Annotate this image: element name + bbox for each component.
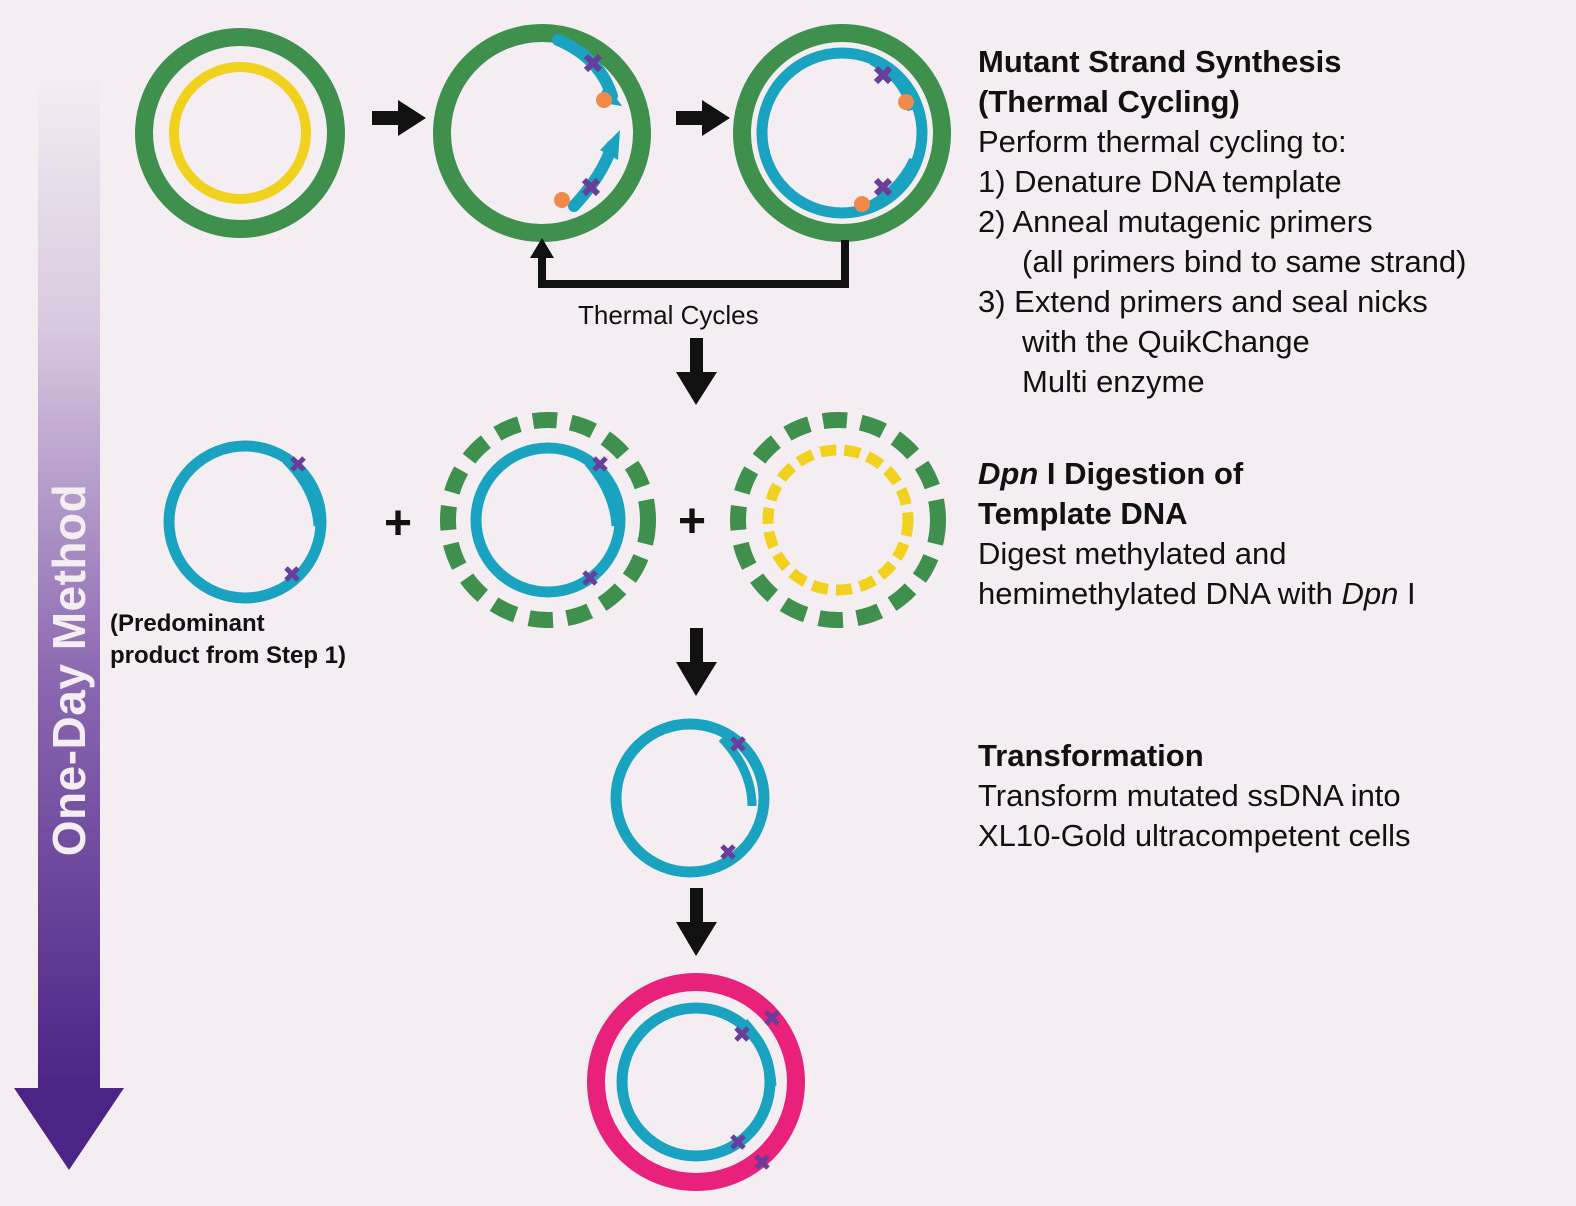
mutation-mark: [284, 566, 300, 582]
dpn-italic: Dpn: [978, 456, 1039, 491]
template-plasmid: [135, 28, 345, 238]
arrow-right-1: [372, 100, 426, 136]
arrow-down-2: [676, 628, 717, 696]
final-mutant-plasmid: [587, 973, 805, 1191]
step2-title-line2: Template DNA: [978, 496, 1188, 531]
mutation-mark: [873, 65, 893, 85]
predominant-product-note: (Predominant product from Step 1): [110, 608, 346, 672]
step-dpn-digestion: Dpn I Digestion of Template DNA Digest m…: [978, 454, 1416, 614]
step1-intro: Perform thermal cycling to:: [978, 124, 1347, 159]
one-day-method-arrow: [14, 70, 124, 1170]
note-line: (Predominant: [110, 610, 265, 637]
hemimethylated-plasmid: [440, 412, 656, 628]
mutation-mark: [582, 570, 598, 586]
step2-line-pre: hemimethylated DNA with: [978, 576, 1342, 611]
arrow-down-3: [676, 888, 717, 956]
methylated-template-plasmid: [730, 412, 946, 628]
step1-item: Multi enzyme: [1022, 364, 1205, 399]
mutation-mark: [873, 177, 893, 197]
step2-line: hemimethylated DNA with Dpn I: [978, 574, 1416, 614]
step1-item: (all primers bind to same strand): [1022, 244, 1467, 279]
note-line: product from Step 1): [110, 642, 347, 669]
extended-plasmid: [733, 24, 951, 242]
step3-title: Transformation: [978, 738, 1204, 773]
step1-item: 1) Denature DNA template: [978, 164, 1342, 199]
step1-subtitle: (Thermal Cycling): [978, 84, 1240, 119]
primer-tag: [554, 192, 570, 208]
step-mutant-strand-synthesis: Mutant Strand Synthesis (Thermal Cycling…: [978, 42, 1467, 402]
step3-line: XL10-Gold ultracompetent cells: [978, 818, 1411, 853]
mutation-mark: [734, 1026, 750, 1042]
denatured-plasmid-with-primers: [433, 24, 651, 242]
mutation-mark: [764, 1010, 780, 1026]
thermal-cycle-loop: [530, 238, 849, 288]
mutant-strand-product: [163, 440, 327, 604]
primer-tag: [596, 92, 612, 108]
arrow-right-2: [676, 100, 730, 136]
mutation-mark: [581, 177, 601, 197]
step1-item: 3) Extend primers and seal nicks: [978, 284, 1428, 319]
plus-sign: +: [678, 495, 707, 548]
step1-item: 2) Anneal mutagenic primers: [978, 204, 1373, 239]
step2-title: Dpn I Digestion of: [978, 454, 1416, 494]
one-day-method-label: One-Day Method: [43, 483, 95, 857]
primer-tag: [854, 196, 870, 212]
mutated-ssdna-plasmid: [610, 718, 770, 878]
step-transformation: Transformation Transform mutated ssDNA i…: [978, 736, 1411, 856]
primer-tag: [898, 94, 914, 110]
dpn-italic: Dpn: [1341, 576, 1399, 611]
step2-title-rest: I Digestion of: [1038, 456, 1244, 491]
mutation-mark: [730, 1134, 746, 1150]
step2-line: Digest methylated and: [978, 536, 1287, 571]
plus-sign: +: [384, 497, 413, 550]
mutation-mark: [720, 844, 736, 860]
arrow-down-1: [676, 338, 717, 405]
thermal-cycles-label: Thermal Cycles: [578, 300, 759, 330]
mutation-mark: [592, 456, 608, 472]
step1-title: Mutant Strand Synthesis: [978, 44, 1342, 79]
mutation-mark: [290, 456, 306, 472]
step2-line-post: I: [1398, 576, 1416, 611]
mutation-mark: [583, 53, 603, 73]
mutation-mark: [754, 1154, 770, 1170]
step3-line: Transform mutated ssDNA into: [978, 778, 1401, 813]
step1-item: with the QuikChange: [1022, 324, 1310, 359]
mutation-mark: [730, 736, 746, 752]
